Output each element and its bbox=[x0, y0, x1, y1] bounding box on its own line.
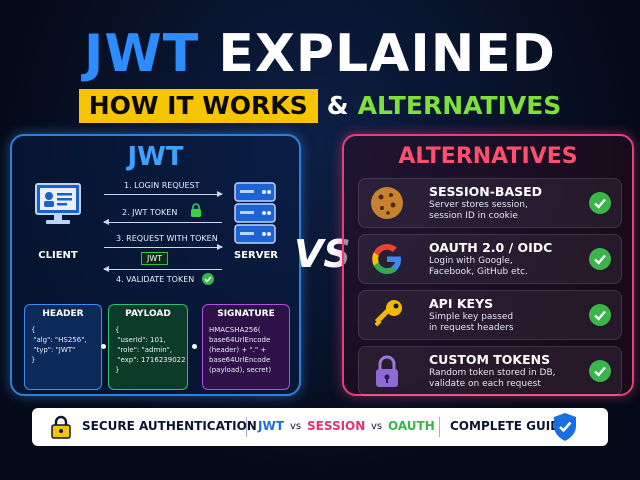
jwt-panel: JWT CLIENT SERVER 1. LOGIN REQUEST 2. JW… bbox=[10, 134, 301, 396]
footer-vs-1: vs bbox=[290, 421, 302, 432]
alternative-desc: Simple key passed in request headers bbox=[429, 312, 514, 333]
alternative-desc: Login with Google, Facebook, GitHub etc. bbox=[429, 256, 528, 277]
footer-jwt: JWT bbox=[258, 419, 284, 433]
separator-dot bbox=[101, 344, 106, 349]
header-title: HEADER bbox=[42, 309, 84, 319]
jwt-header-box: HEADER { "alg": "HS256", "typ": "JWT" } bbox=[24, 304, 102, 390]
payload-body: { "userId": 101, "role": "admin", "exp":… bbox=[115, 326, 186, 374]
step-1-arrow bbox=[104, 191, 223, 197]
jwt-payload-box: PAYLOAD { "userId": 101, "role": "admin"… bbox=[108, 304, 188, 390]
lock-icon bbox=[376, 355, 398, 387]
google-icon bbox=[372, 244, 401, 274]
footer-complete-guide: COMPLETE GUIDE bbox=[450, 419, 569, 433]
lock-icon bbox=[191, 203, 201, 217]
alternative-api-keys: API KEYS Simple key passed in request he… bbox=[358, 290, 622, 340]
jwt-panel-title: JWT bbox=[127, 142, 184, 172]
alternative-name: CUSTOM TOKENS bbox=[429, 352, 551, 367]
client-label: CLIENT bbox=[38, 250, 78, 261]
alternatives-panel: ALTERNATIVES SESSION-BASED Server stores… bbox=[342, 134, 634, 396]
alternative-name: API KEYS bbox=[429, 296, 494, 311]
title-explained: EXPLAINED bbox=[218, 24, 556, 84]
footer-session: SESSION bbox=[307, 419, 366, 433]
jwt-token-badge: JWT bbox=[141, 252, 169, 265]
lock-icon bbox=[51, 415, 71, 439]
signature-title: SIGNATURE bbox=[217, 309, 275, 319]
footer-vs-2: vs bbox=[371, 421, 383, 432]
jwt-signature-box: SIGNATURE HMACSHA256( base64UrlEncode (h… bbox=[202, 304, 290, 390]
step-3-arrow bbox=[104, 244, 223, 250]
step-1-label: 1. LOGIN REQUEST bbox=[124, 181, 200, 190]
check-icon bbox=[589, 304, 611, 326]
alternative-custom-tokens: CUSTOM TOKENS Random token stored in DB,… bbox=[358, 346, 622, 396]
payload-title: PAYLOAD bbox=[125, 309, 171, 319]
title-jwt: JWT bbox=[84, 24, 200, 84]
footer-oauth: OAUTH bbox=[388, 419, 435, 433]
check-icon bbox=[202, 273, 214, 285]
check-icon bbox=[589, 360, 611, 382]
divider bbox=[439, 417, 440, 437]
subtitle-alternatives: ALTERNATIVES bbox=[357, 91, 562, 120]
divider bbox=[246, 417, 247, 437]
server-label: SERVER bbox=[233, 250, 278, 261]
check-icon bbox=[589, 192, 611, 214]
alternative-oauth: OAUTH 2.0 / OIDC Login with Google, Face… bbox=[358, 234, 622, 284]
alternative-desc: Server stores session, session ID in coo… bbox=[429, 200, 528, 221]
key-icon bbox=[374, 300, 402, 327]
step-4-label: 4. VALIDATE TOKEN bbox=[116, 275, 195, 284]
subtitle-ampersand: & bbox=[326, 91, 349, 120]
computer-icon bbox=[35, 183, 81, 224]
alternative-name: SESSION-BASED bbox=[429, 184, 543, 199]
alternative-desc: Random token stored in DB, validate on e… bbox=[429, 368, 556, 389]
signature-body: HMACSHA256( base64UrlEncode (header) + "… bbox=[209, 326, 272, 374]
footer-secure-auth: SECURE AUTHENTICATION bbox=[82, 419, 257, 433]
step-2-label: 2. JWT TOKEN bbox=[122, 208, 178, 217]
shield-icon bbox=[554, 413, 576, 441]
vs-label: VS bbox=[294, 232, 351, 276]
alternative-session: SESSION-BASED Server stores session, ses… bbox=[358, 178, 622, 228]
step-3-label: 3. REQUEST WITH TOKEN bbox=[116, 234, 218, 243]
page-title: JWT EXPLAINED bbox=[0, 26, 640, 82]
subtitle: HOW IT WORKS & ALTERNATIVES bbox=[0, 89, 640, 123]
footer-banner: SECURE AUTHENTICATION JWT vs SESSION vs … bbox=[32, 408, 608, 446]
alternative-name: OAUTH 2.0 / OIDC bbox=[429, 240, 553, 255]
cookie-icon bbox=[371, 187, 403, 219]
check-icon bbox=[589, 248, 611, 270]
step-4-arrow bbox=[103, 266, 222, 272]
step-2-arrow bbox=[103, 219, 222, 225]
server-icon bbox=[234, 182, 276, 244]
header-body: { "alg": "HS256", "typ": "JWT" } bbox=[31, 326, 87, 364]
subtitle-how-it-works: HOW IT WORKS bbox=[78, 89, 318, 123]
separator-dot bbox=[192, 344, 197, 349]
alternatives-panel-title: ALTERNATIVES bbox=[398, 144, 578, 169]
